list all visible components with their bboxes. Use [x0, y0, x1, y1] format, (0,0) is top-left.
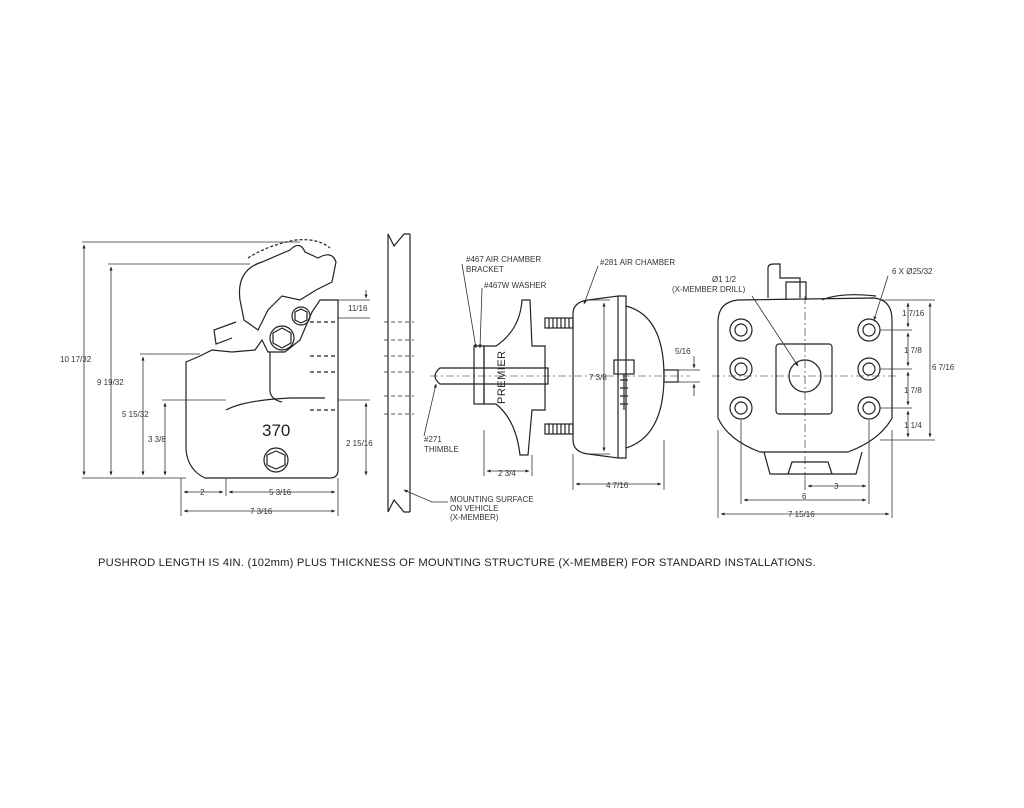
callout-thimble-1: #271 — [424, 435, 442, 444]
bracket — [483, 299, 546, 456]
dim-spacing-lower: 1 7/8 — [904, 386, 922, 395]
dim-hole-spacing: 6 — [802, 492, 807, 501]
callout-mounting-1: MOUNTING SURFACE — [450, 495, 534, 504]
side-view — [185, 239, 339, 479]
section-view — [430, 295, 690, 459]
dim-overall-height: 10 17/32 — [60, 355, 92, 364]
callout-bracket-1: #467 AIR CHAMBER — [466, 255, 541, 264]
dim-spacing-upper: 1 7/8 — [904, 346, 922, 355]
callout-mounting-3: (X-MEMBER) — [450, 513, 499, 522]
model-number: 370 — [262, 421, 290, 440]
section-dimensions — [403, 263, 700, 503]
dim-center-offset: 3 — [834, 482, 839, 491]
upper-bolt — [269, 325, 295, 351]
callout-drill-2: (X-MEMBER DRILL) — [672, 285, 746, 294]
callout-drill-1: Ø1 1/2 — [712, 275, 737, 284]
dim-overall-width: 7 3/16 — [250, 507, 273, 516]
dim-front-width: 2 — [200, 488, 205, 497]
washer — [473, 345, 485, 405]
dim-front-width: 7 15/16 — [788, 510, 815, 519]
lower-bolt — [263, 447, 289, 473]
dim-lower-height: 3 3/8 — [148, 435, 166, 444]
callout-bracket-2: BRACKET — [466, 265, 504, 274]
dim-spacing-top: 1 7/16 — [902, 309, 925, 318]
dim-jaw-height: 9 19/32 — [97, 378, 124, 387]
pushrod — [434, 367, 549, 385]
side-dimensions — [82, 241, 370, 516]
dim-upper-height: 5 15/32 — [122, 410, 149, 419]
front-view — [712, 263, 898, 480]
callout-thimble-2: THIMBLE — [424, 445, 459, 454]
dim-bracket-depth: 2 3/4 — [498, 469, 516, 478]
front-dimensions — [717, 275, 935, 518]
center-block — [775, 343, 833, 415]
dim-front-height: 6 7/16 — [932, 363, 955, 372]
dim-chamber-depth: 4 7/16 — [606, 481, 629, 490]
callout-air-chamber: #281 AIR CHAMBER — [600, 258, 675, 267]
latch — [238, 244, 337, 331]
hook-body — [185, 299, 339, 479]
callout-holes: 6 X Ø25/32 — [892, 267, 933, 276]
top-bolt — [291, 306, 311, 326]
callout-mounting-2: ON VEHICLE — [450, 504, 498, 513]
dim-bottom-offset: 2 15/16 — [346, 439, 373, 448]
dim-rod-offset: 5/16 — [675, 347, 691, 356]
dim-spacing-bottom: 1 1/4 — [904, 421, 922, 430]
dim-top-offset: 11/16 — [348, 304, 368, 313]
brand-text: PREMIER — [496, 350, 508, 404]
pushrod-note: PUSHROD LENGTH IS 4IN. (102mm) PLUS THIC… — [98, 557, 816, 569]
mounting-surface — [384, 233, 414, 513]
callout-washer: #467W WASHER — [484, 281, 547, 290]
dim-rear-width: 5 3/16 — [269, 488, 292, 497]
dim-chamber-height: 7 3/8 — [589, 373, 607, 382]
